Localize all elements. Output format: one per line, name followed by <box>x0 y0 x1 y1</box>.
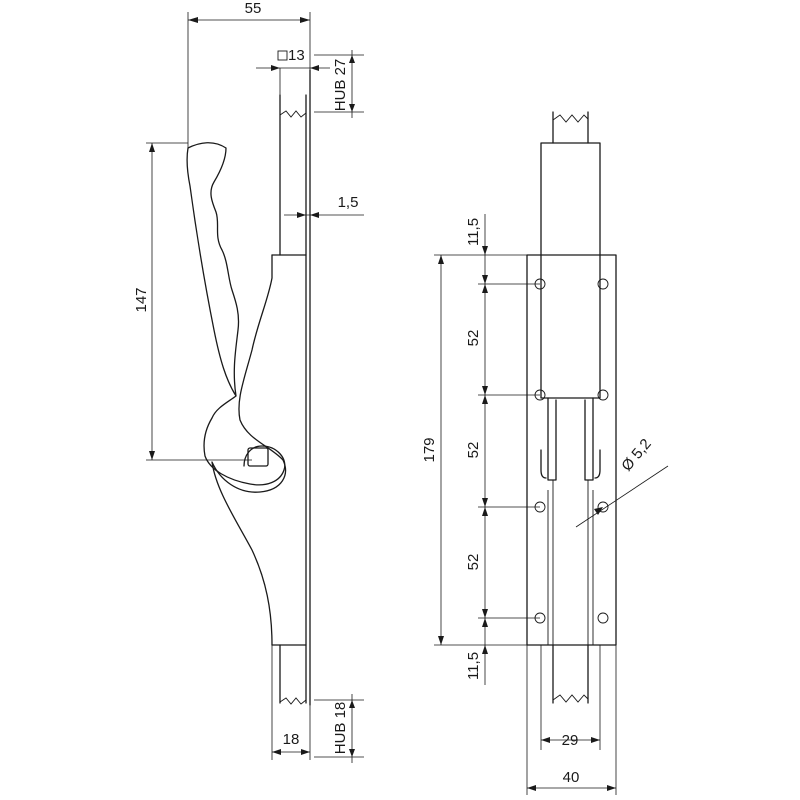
dim-label-179: 179 <box>421 437 438 462</box>
upper-rod-side <box>279 94 307 256</box>
dim-label-29: 29 <box>562 732 579 749</box>
square-spindle <box>247 447 269 467</box>
upper-rod-front <box>552 111 589 144</box>
mounting-plate-edge <box>271 69 311 706</box>
lower-rod-front <box>552 644 589 704</box>
dim-label-pitch-1: 52 <box>465 330 482 347</box>
hole <box>597 501 609 513</box>
dim-label-147: 147 <box>133 287 150 312</box>
mounting-plate-front <box>526 254 617 646</box>
dim-label-13: 13 <box>288 47 305 64</box>
dim-label-1-5: 1,5 <box>338 194 359 211</box>
lower-rod-break <box>279 697 307 705</box>
dim-label-55: 55 <box>245 0 262 17</box>
dim-label-edge-top: 11,5 <box>465 218 482 246</box>
side-view <box>186 50 311 706</box>
dim-label-edge-bottom: 11,5 <box>465 652 482 680</box>
housing-profile <box>211 254 287 646</box>
dim-label-18: 18 <box>283 731 300 748</box>
lever-handle <box>186 142 286 486</box>
hole <box>597 612 609 624</box>
upper-rod-break <box>279 110 307 118</box>
dim-label-hole-diameter: Ø 5,2 <box>618 436 655 475</box>
square-symbol-icon <box>277 50 288 61</box>
housing-front <box>540 142 601 399</box>
latch-fork <box>540 397 601 481</box>
dim-label-40: 40 <box>563 769 580 786</box>
lower-rod-side <box>279 644 307 704</box>
hole <box>597 389 609 401</box>
dim-label-pitch-3: 52 <box>465 554 482 571</box>
hole <box>597 278 609 290</box>
rod-guides <box>547 480 594 645</box>
dim-label-hub-18: HUB 18 <box>332 702 349 755</box>
front-view-dimensions <box>434 214 669 795</box>
front-view <box>526 111 617 704</box>
dimension-labels: 55 13 HUB 27 1,5 147 HUB 18 18 11,5 52 5… <box>133 0 655 786</box>
side-view-dimensions <box>146 12 364 763</box>
dim-label-pitch-2: 52 <box>465 442 482 459</box>
dim-label-hub-27: HUB 27 <box>332 59 349 112</box>
